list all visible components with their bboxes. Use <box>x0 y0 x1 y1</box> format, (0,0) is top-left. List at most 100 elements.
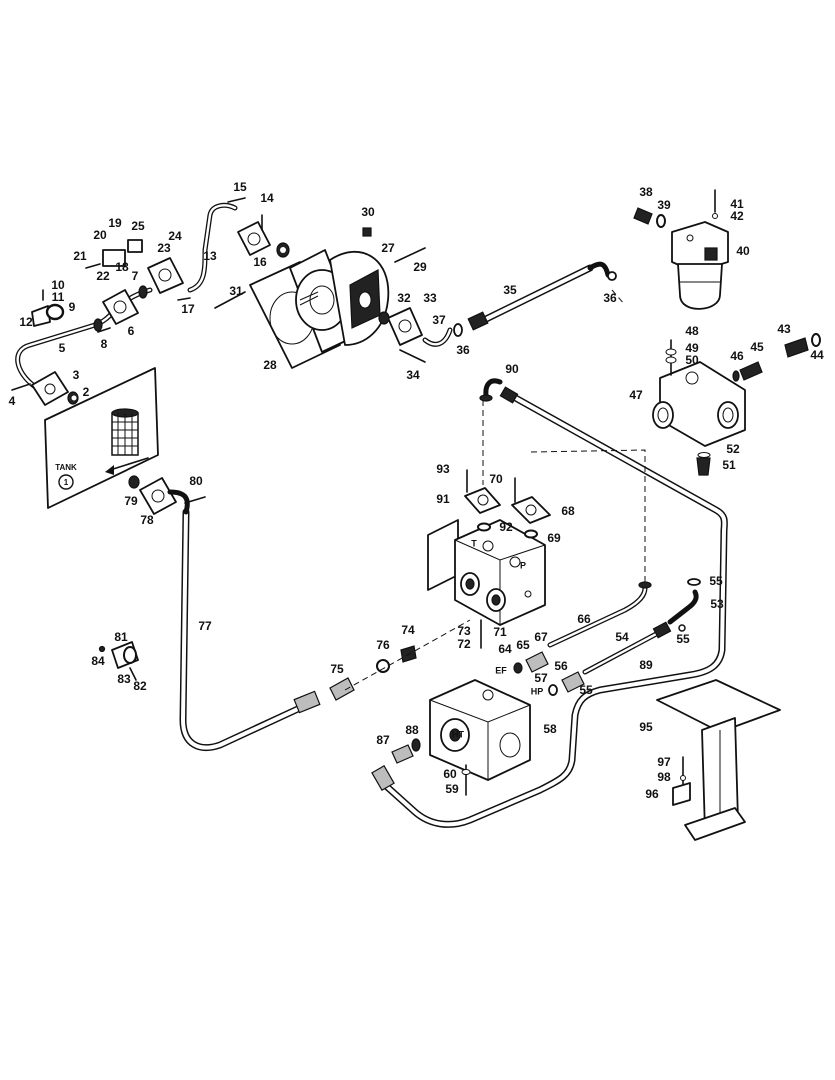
callout-43: 43 <box>777 322 791 336</box>
callout-52: 52 <box>726 442 740 456</box>
callout-51: 51 <box>722 458 736 472</box>
callout-77: 77 <box>198 619 212 633</box>
callout-47: 47 <box>629 388 643 402</box>
flange-3 <box>31 371 69 406</box>
callout-89: 89 <box>639 658 653 672</box>
callout-84: 84 <box>91 654 105 668</box>
callout-68: 68 <box>561 504 575 518</box>
control-valve-71 <box>427 519 546 626</box>
elbow-53 <box>667 578 701 625</box>
port-p-label: P <box>520 560 526 570</box>
callout-44: 44 <box>810 348 824 362</box>
callout-5: 5 <box>59 341 66 355</box>
callout-12: 12 <box>19 315 33 329</box>
clamp-81 <box>98 641 139 681</box>
callout-20: 20 <box>93 228 107 242</box>
callout-55c: 55 <box>579 683 593 697</box>
callout-59: 59 <box>445 782 459 796</box>
callout-10: 10 <box>51 278 65 292</box>
port-t-label: T <box>471 538 477 548</box>
valve-58 <box>429 679 531 781</box>
callout-71: 71 <box>493 625 507 639</box>
callout-55a: 55 <box>709 574 723 588</box>
callout-45: 45 <box>750 340 764 354</box>
callout-78: 78 <box>140 513 154 527</box>
callout-49: 49 <box>685 341 699 355</box>
port-hp-label: HP <box>531 686 544 696</box>
filter-40 <box>671 221 729 310</box>
flange-91 <box>464 487 501 514</box>
tank-label: TANK <box>55 463 77 472</box>
callout-92: 92 <box>499 520 513 534</box>
bracket-18 <box>102 249 126 267</box>
callout-82: 82 <box>133 679 147 693</box>
callout-97: 97 <box>657 755 671 769</box>
flange-6 <box>102 289 139 325</box>
callout-56: 56 <box>554 659 568 673</box>
callout-19: 19 <box>108 216 122 230</box>
flange-68 <box>511 496 551 524</box>
callout-72: 72 <box>457 637 471 651</box>
seal-92 <box>477 522 491 532</box>
callout-36a: 36 <box>456 343 470 357</box>
callout-58: 58 <box>543 722 557 736</box>
fitting-75 <box>329 677 355 701</box>
seal-79 <box>128 475 140 489</box>
callout-21: 21 <box>73 249 87 263</box>
callout-34: 34 <box>406 368 420 382</box>
fitting-51 <box>696 452 711 476</box>
callout-48: 48 <box>685 324 699 338</box>
callout-83: 83 <box>117 672 131 686</box>
flange-33 <box>387 307 423 346</box>
tank-number: 1 <box>64 478 69 487</box>
callout-40: 40 <box>736 244 750 258</box>
clamp-12 <box>31 303 65 327</box>
callout-69: 69 <box>547 531 561 545</box>
flange-14 <box>237 221 271 256</box>
callout-4: 4 <box>9 394 16 408</box>
callout-24: 24 <box>168 229 182 243</box>
callout-25: 25 <box>131 219 145 233</box>
callout-67: 67 <box>534 630 548 644</box>
callout-65: 65 <box>516 638 530 652</box>
callout-36b: 36 <box>603 291 617 305</box>
callout-35: 35 <box>503 283 517 297</box>
fitting-56 <box>548 671 585 696</box>
callout-80: 80 <box>189 474 203 488</box>
hose-77 <box>179 508 321 752</box>
callout-57: 57 <box>534 671 548 685</box>
callout-50: 50 <box>685 353 699 367</box>
callout-91: 91 <box>436 492 450 506</box>
callout-11: 11 <box>52 290 65 304</box>
callout-73: 73 <box>457 624 471 638</box>
callout-55b: 55 <box>676 632 690 646</box>
callout-39: 39 <box>657 198 671 212</box>
callout-38: 38 <box>639 185 653 199</box>
port-ef-label: EF <box>495 665 507 675</box>
callout-60: 60 <box>443 767 457 781</box>
callout-37: 37 <box>432 313 446 327</box>
fitting-87 <box>391 738 421 764</box>
hose-89 <box>371 386 728 828</box>
callout-54: 54 <box>615 630 629 644</box>
callout-53: 53 <box>710 597 724 611</box>
callout-93: 93 <box>436 462 450 476</box>
flange-78 <box>139 477 190 515</box>
callout-46: 46 <box>730 349 744 363</box>
fitting-38 <box>633 207 666 228</box>
callout-64: 64 <box>498 642 512 656</box>
seal-7 <box>93 318 103 332</box>
callout-23: 23 <box>157 241 171 255</box>
callout-22: 22 <box>96 269 110 283</box>
elbow-90 <box>479 378 503 402</box>
hose-35 <box>467 261 617 331</box>
fitting-65 <box>513 651 549 674</box>
plate-96 <box>672 782 691 806</box>
pipe-54 <box>582 621 672 675</box>
callout-18: 18 <box>115 260 129 274</box>
callout-76: 76 <box>376 638 390 652</box>
callout-79: 79 <box>124 494 138 508</box>
callout-30: 30 <box>361 205 375 219</box>
callout-14: 14 <box>260 191 274 205</box>
